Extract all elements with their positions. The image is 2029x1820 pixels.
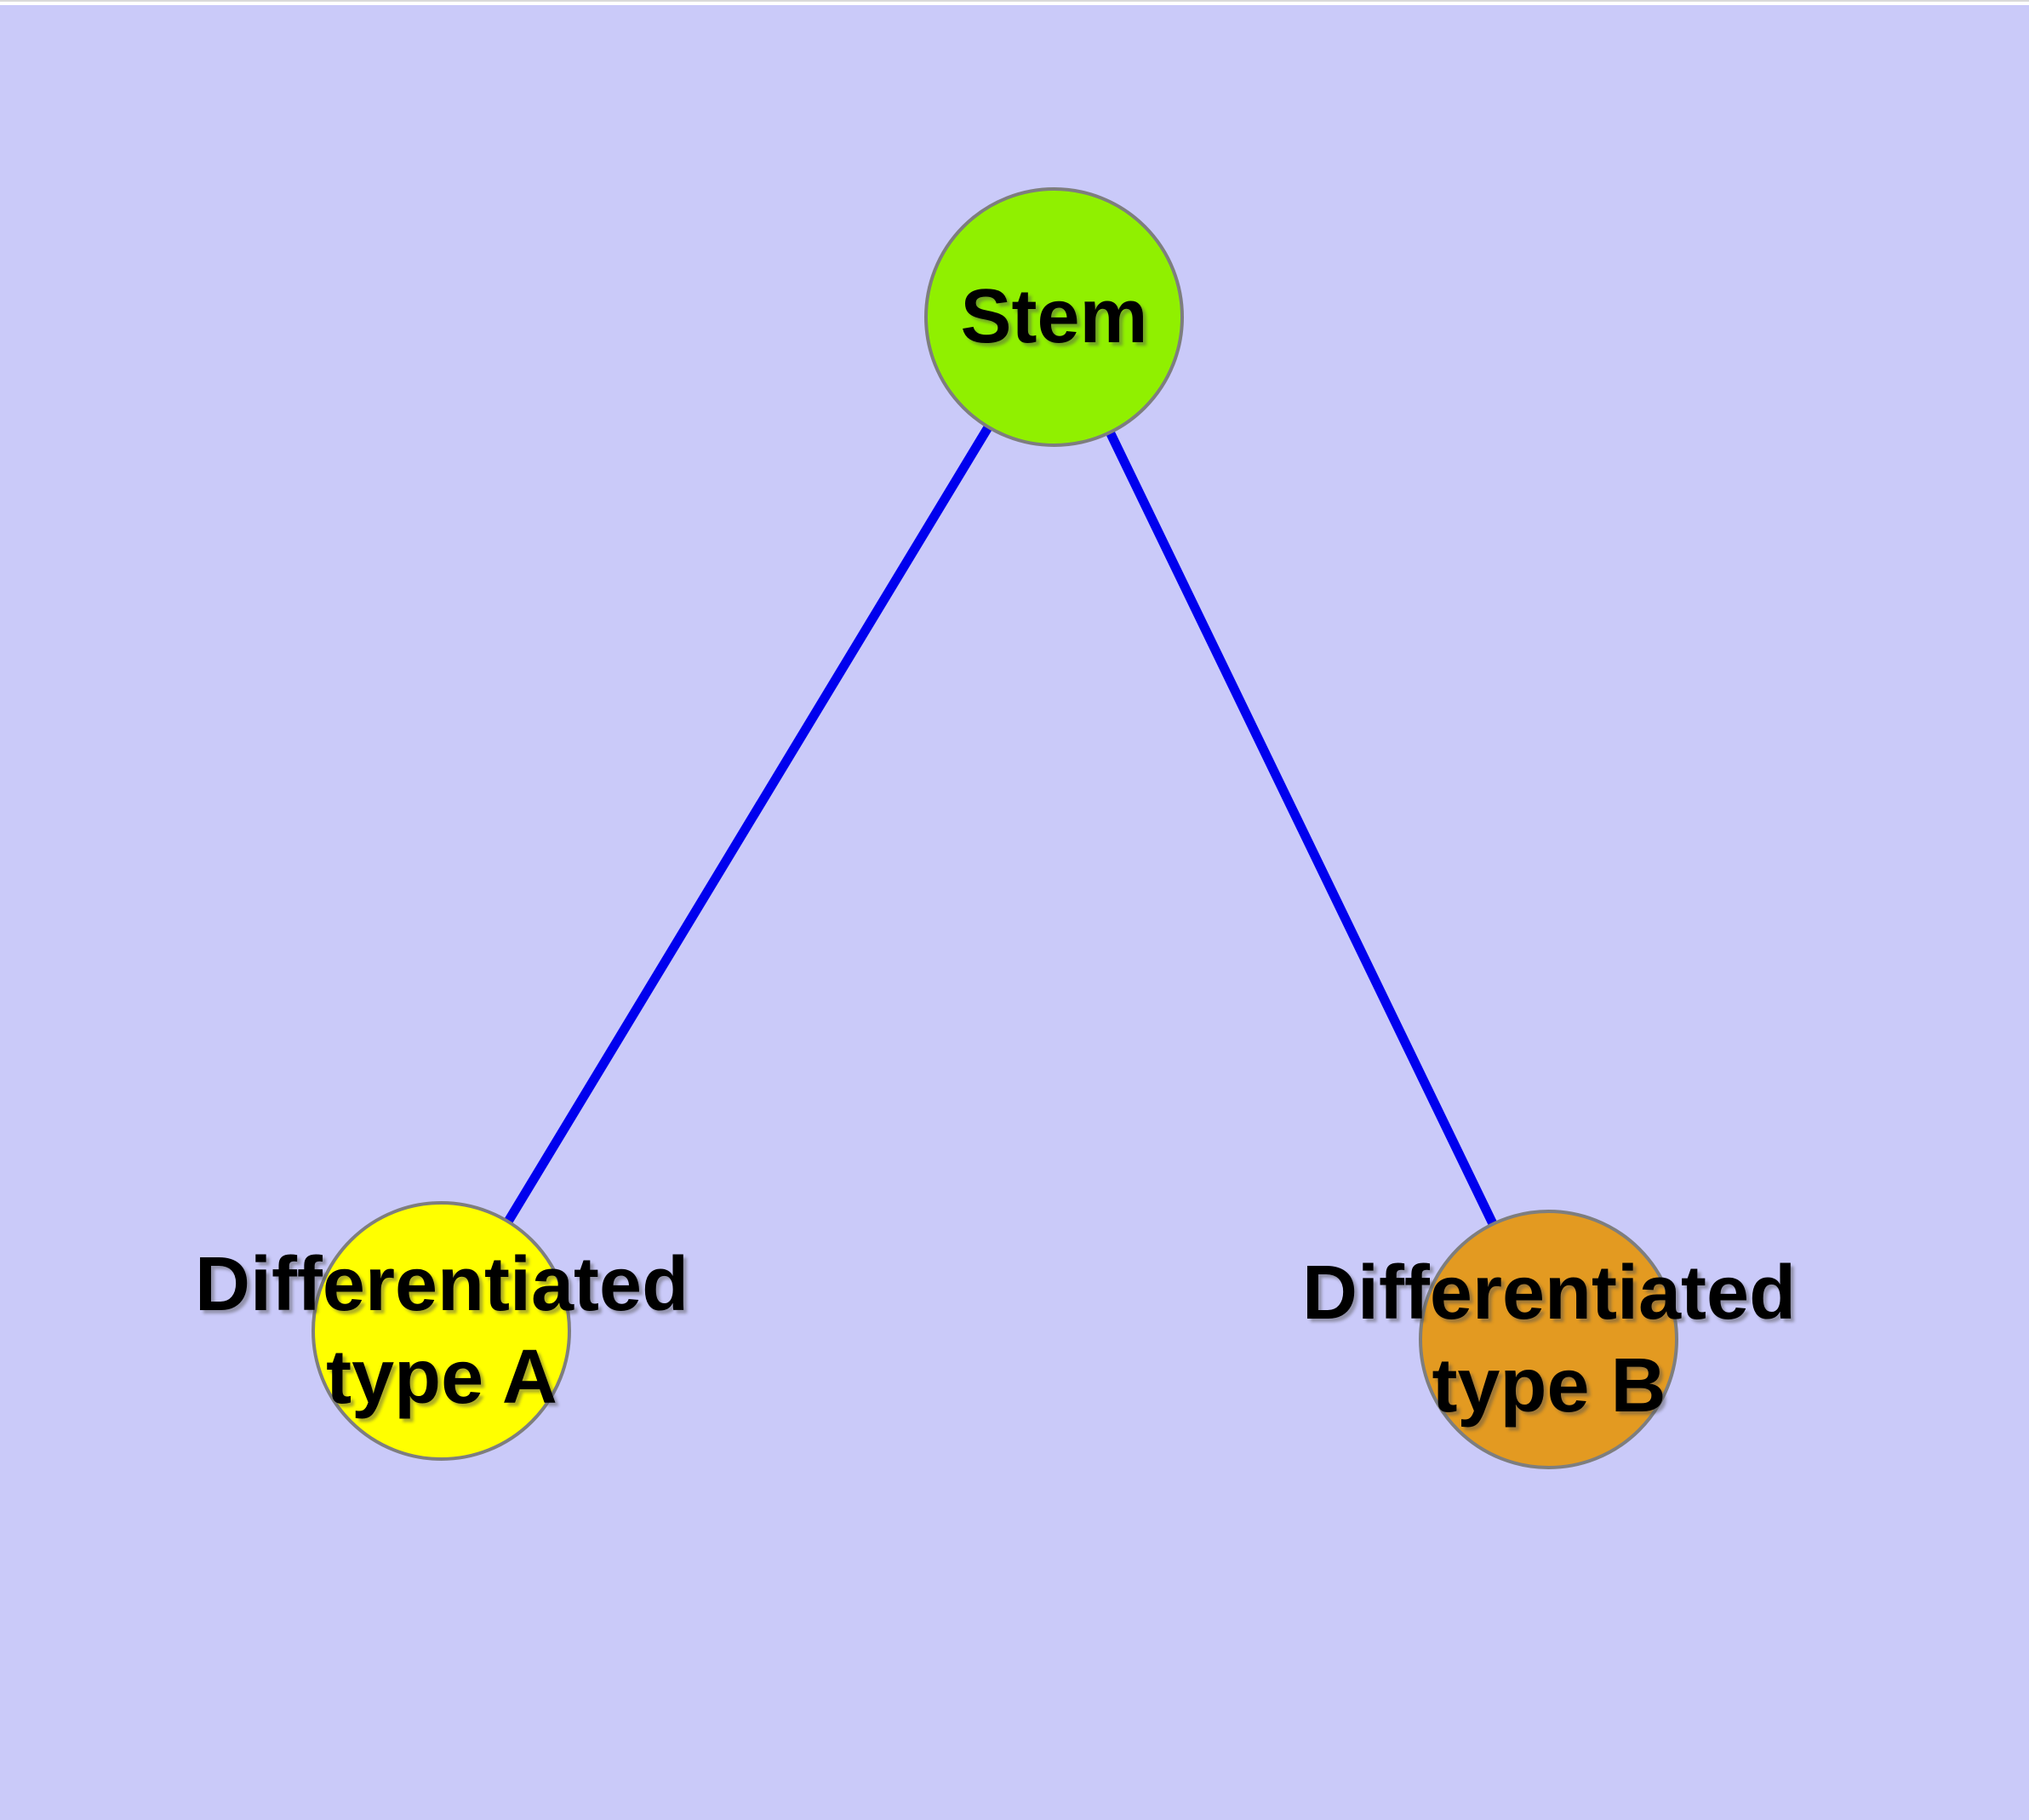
node-stem: Stem (924, 187, 1184, 447)
edge-stem-to-type-a (437, 315, 1059, 1334)
plot-background: Stem Differentiated type A Differentiate… (0, 5, 2029, 1820)
node-differentiated-type-b-label: Differentiated type B (1302, 1247, 1796, 1433)
node-stem-label: Stem (960, 274, 1148, 359)
label-line: type A (326, 1335, 557, 1420)
node-differentiated-type-b (1419, 1210, 1678, 1469)
label-line: Differentiated (1301, 1251, 1797, 1336)
node-differentiated-type-a-label: Differentiated type A (195, 1239, 689, 1424)
edge-stem-to-type-b (1050, 315, 1553, 1342)
page-top-hairline (0, 0, 2029, 2)
node-differentiated-type-a (311, 1201, 571, 1461)
label-line: Differentiated (194, 1242, 689, 1327)
label-line: type B (1432, 1343, 1666, 1428)
